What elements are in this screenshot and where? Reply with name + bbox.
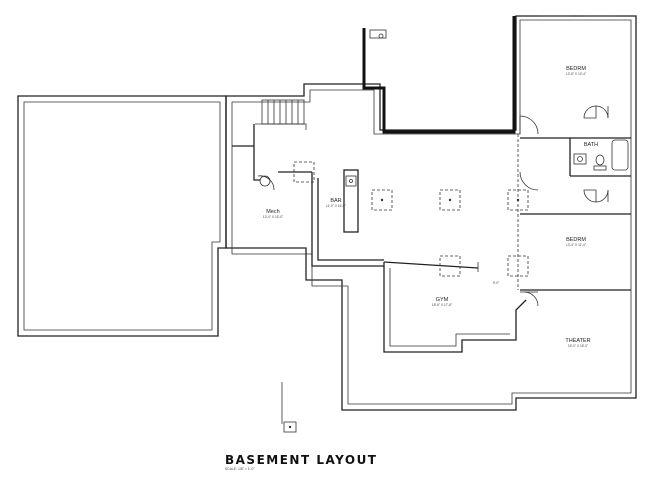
door-width-note: 9'-0"	[493, 281, 499, 285]
room-dims-theater: 16'-0" X 18'-0"	[568, 344, 588, 348]
gym-walls	[383, 262, 527, 353]
room-label-gym: GYM 18'-6" X 17'-8"	[432, 297, 452, 307]
mech-room-walls	[232, 124, 312, 191]
room-name-mech: Mech	[266, 209, 279, 215]
room-name-gym: GYM	[436, 297, 449, 303]
room-dims-mech: 10'-0" X 15'-0"	[263, 215, 283, 219]
room-name-bedrm-top: BEDRM	[566, 66, 586, 72]
bar-walls	[311, 172, 479, 272]
room-name-theater: THEATER	[565, 338, 590, 344]
bath-fixtures	[573, 139, 629, 171]
stairs	[255, 99, 307, 130]
bedroom-bath-walls	[517, 134, 631, 291]
room-dims-bedrm-top: 13'-8" X 13'-4"	[566, 72, 586, 76]
room-name-bedrm-mid: BEDRM	[566, 237, 586, 243]
plan-title: BASEMENT LAYOUT	[225, 453, 378, 467]
site-marker	[281, 382, 297, 433]
room-label-bedrm-top: BEDRM 13'-8" X 13'-4"	[566, 66, 586, 76]
room-name-bath: BATH	[584, 142, 598, 148]
doors	[519, 105, 609, 307]
room-label-bar: BAR 11'-0" X 16'-0"	[326, 198, 346, 208]
room-dims-bedrm-mid: 13'-4" X 11'-4"	[566, 243, 586, 247]
garage-area	[17, 95, 227, 337]
room-label-mech: Mech 10'-0" X 15'-0"	[263, 209, 283, 219]
room-label-theater: THEATER 16'-0" X 18'-0"	[565, 338, 590, 348]
support-columns	[293, 161, 529, 277]
room-dims-bar: 11'-0" X 16'-0"	[326, 204, 346, 208]
room-label-bath: BATH	[584, 142, 598, 148]
bar-counter	[343, 169, 359, 233]
room-label-bedrm-mid: BEDRM 13'-4" X 11'-4"	[566, 237, 586, 247]
plan-scale: SCALE: 1/8" = 1'-0"	[225, 467, 255, 471]
room-dims-gym: 18'-6" X 17'-8"	[432, 303, 452, 307]
room-name-bar: BAR	[330, 198, 341, 204]
basement-outer-wall	[225, 15, 637, 411]
deck-wall	[362, 16, 516, 134]
